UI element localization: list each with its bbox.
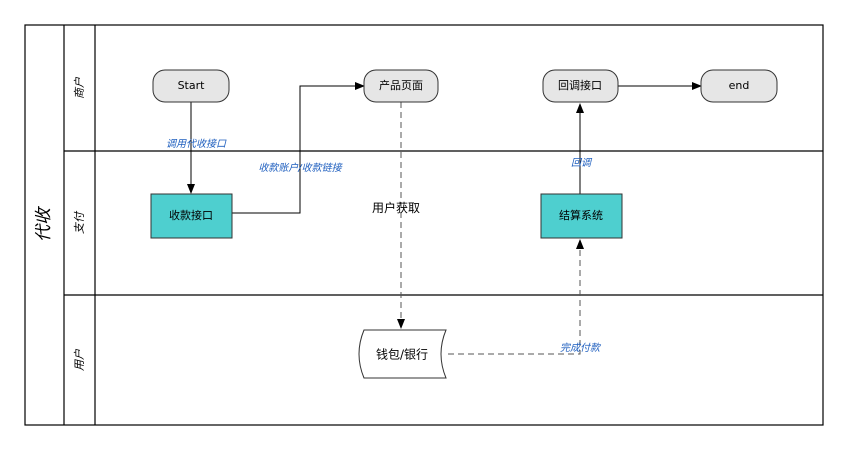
- edge-label-call-collect-api: 调用代收接口: [166, 138, 227, 150]
- edge-label-user-obtain: 用户获取: [372, 200, 420, 215]
- node-start: Start: [152, 69, 230, 103]
- node-callback-api: 回调接口: [542, 69, 619, 103]
- node-settlement: 结算系统: [540, 193, 623, 239]
- edge-label-callback: 回调: [571, 157, 593, 169]
- node-callback-api-label: 回调接口: [558, 79, 602, 92]
- edge-collect-api-to-product-page: [232, 82, 365, 214]
- node-end: end: [700, 69, 778, 103]
- pool-frame: [24, 24, 824, 426]
- node-collect-api: 收款接口: [150, 193, 233, 239]
- node-wallet-bank-label: 钱包/银行: [376, 347, 428, 362]
- node-start-label: Start: [178, 79, 206, 92]
- node-product-page: 产品页面: [363, 69, 439, 103]
- edge-label-payment-complete: 完成付款: [560, 342, 602, 354]
- edge-label-collect-account-link: 收款账户/收款链接: [258, 162, 343, 174]
- node-end-label: end: [729, 79, 750, 92]
- lane-label-payment: 支付: [73, 210, 86, 234]
- node-product-page-label: 产品页面: [379, 78, 423, 92]
- lane-label-merchant: 商户: [73, 76, 86, 99]
- node-wallet-bank: 钱包/银行: [358, 329, 447, 379]
- pool-label: 代收: [34, 206, 54, 242]
- lane-label-user: 用户: [73, 348, 86, 371]
- node-collect-api-label: 收款接口: [169, 208, 213, 222]
- edge-wallet-to-settlement: [448, 239, 584, 355]
- node-settlement-label: 结算系统: [559, 208, 603, 222]
